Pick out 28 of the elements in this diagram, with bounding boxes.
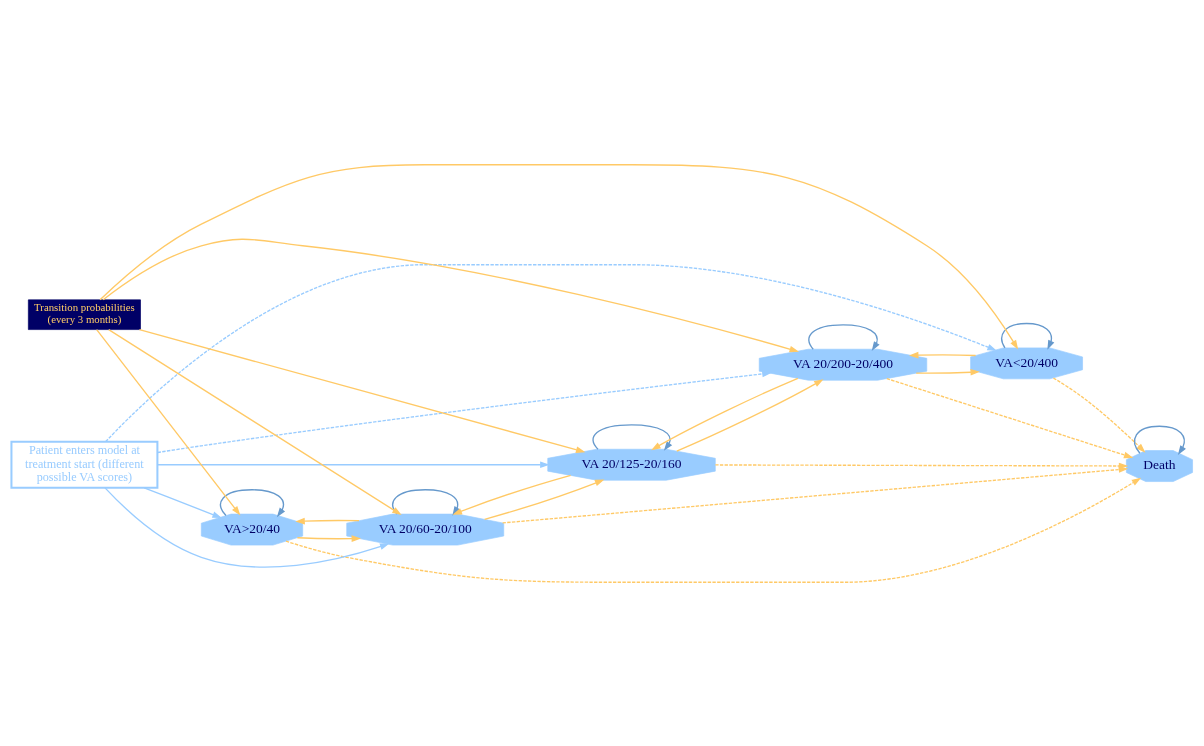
arrow: [908, 351, 977, 358]
arrow: [220, 488, 286, 517]
arrow: [108, 328, 402, 515]
arrow: [1133, 425, 1186, 455]
arrow: [808, 323, 880, 351]
arrow: [483, 478, 605, 520]
arrow: [592, 423, 673, 451]
arrow: [886, 377, 1134, 458]
arrow: [156, 370, 772, 453]
arrow: [138, 328, 586, 453]
arrow: [143, 486, 222, 518]
node-box: Transition probabilities (every 3 months): [28, 299, 141, 330]
arrow: [156, 460, 550, 468]
arrow: [296, 534, 362, 542]
arrow: [99, 163, 1019, 350]
arrow: [915, 368, 980, 376]
arrow: [676, 378, 824, 452]
arrow: [295, 517, 360, 524]
arrow: [1001, 322, 1055, 350]
arrow: [104, 486, 390, 568]
arrow: [1052, 376, 1146, 453]
arrow: [651, 377, 799, 450]
arrow: [285, 477, 1142, 583]
arrow: [714, 462, 1129, 469]
arrow: [95, 328, 241, 515]
arrow: [105, 263, 997, 442]
arrow: [102, 238, 800, 352]
node-box: Patient enters model at treatment start (different possible VA scores): [10, 440, 159, 489]
